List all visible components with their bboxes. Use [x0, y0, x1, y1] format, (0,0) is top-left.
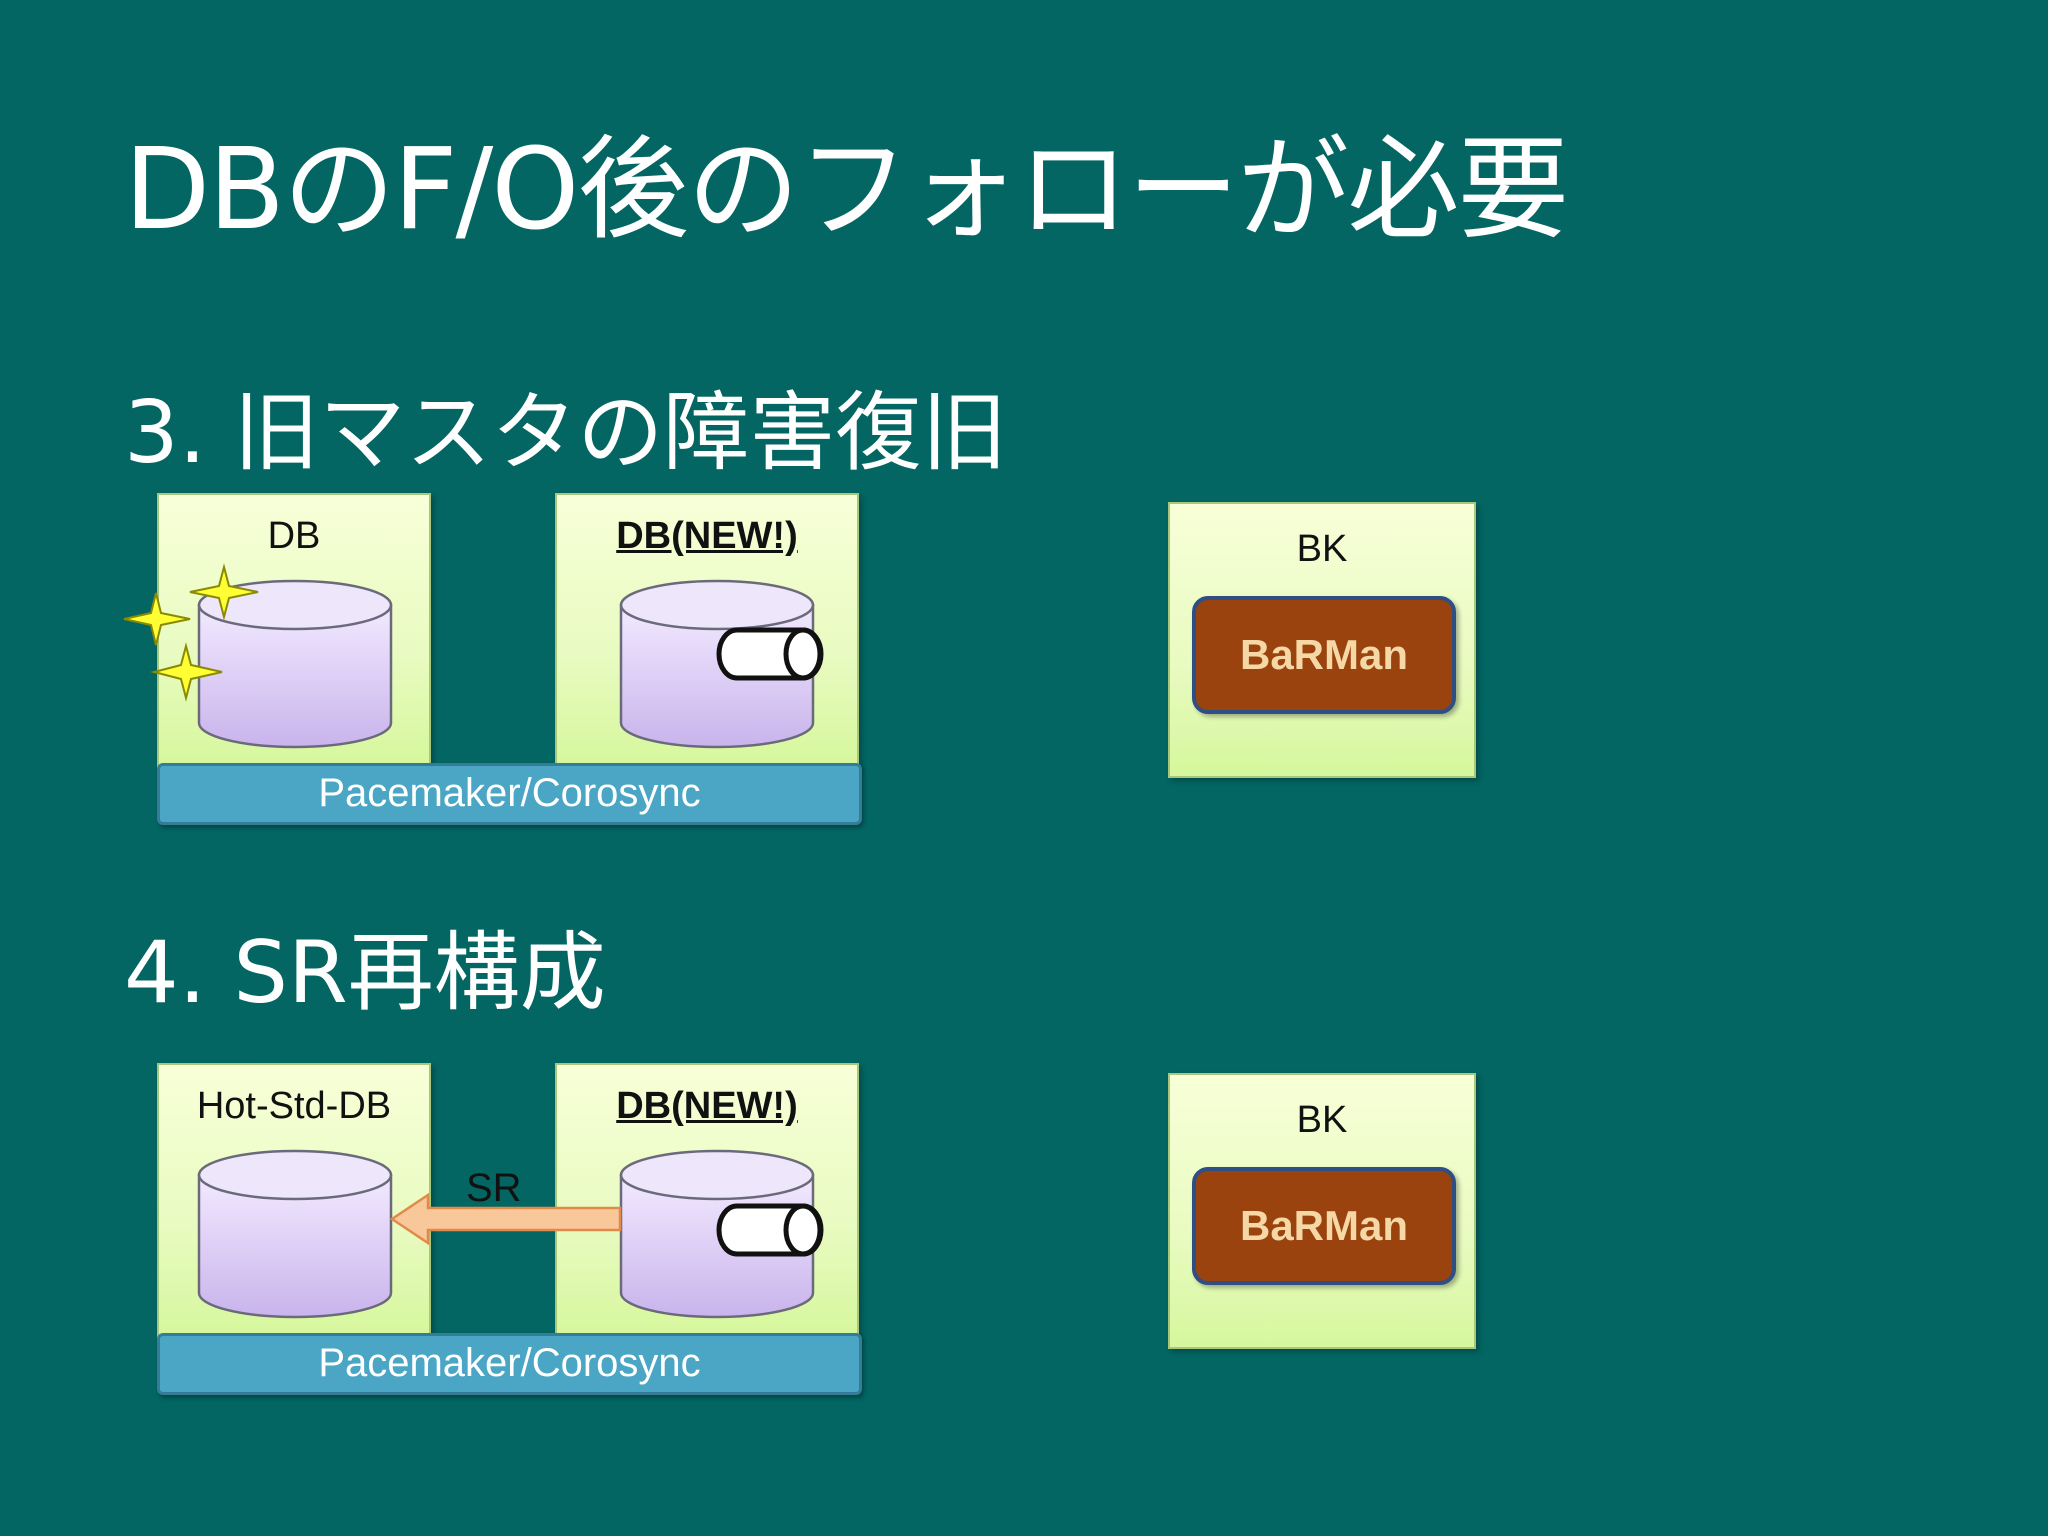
cluster-label: Pacemaker/Corosync — [318, 771, 701, 815]
slide-title: DBのF/O後のフォローが必要 — [124, 125, 1569, 255]
barman-label: BaRMan — [1239, 1202, 1409, 1249]
sparkle-icon — [150, 642, 223, 702]
backup-node: BK BaRMan — [1168, 1073, 1476, 1349]
new-master-node: DB(NEW!) — [555, 1063, 859, 1339]
old-master-node: DB — [157, 493, 431, 769]
cluster-label: Pacemaker/Corosync — [318, 1341, 701, 1385]
barman-box: BaRMan — [1192, 1167, 1456, 1285]
pacemaker-cluster-bar: Pacemaker/Corosync — [157, 763, 862, 825]
hot-standby-label: Hot-Std-DB — [196, 1085, 392, 1127]
replication-label: SR — [466, 1166, 522, 1210]
sr-arrow-icon — [389, 1192, 622, 1246]
database-cylinder-icon — [197, 1149, 393, 1319]
barman-label: BaRMan — [1239, 631, 1409, 678]
new-master-label: DB(NEW!) — [616, 1085, 798, 1127]
old-master-label: DB — [267, 515, 321, 557]
barman-box: BaRMan — [1192, 596, 1456, 714]
section-4-heading: 4. SR再構成 — [124, 923, 606, 1023]
hot-standby-node: Hot-Std-DB — [157, 1063, 431, 1339]
backup-label: BK — [1296, 1099, 1348, 1141]
sparkle-icon — [189, 563, 259, 621]
pacemaker-cluster-bar: Pacemaker/Corosync — [157, 1333, 862, 1395]
wal-pipe-icon — [716, 1203, 824, 1257]
backup-label: BK — [1296, 528, 1348, 570]
new-master-label: DB(NEW!) — [616, 515, 798, 557]
backup-node: BK BaRMan — [1168, 502, 1476, 778]
section-3-heading: 3. 旧マスタの障害復旧 — [124, 383, 1008, 483]
sparkle-icon — [123, 592, 191, 646]
wal-pipe-icon — [716, 627, 824, 681]
